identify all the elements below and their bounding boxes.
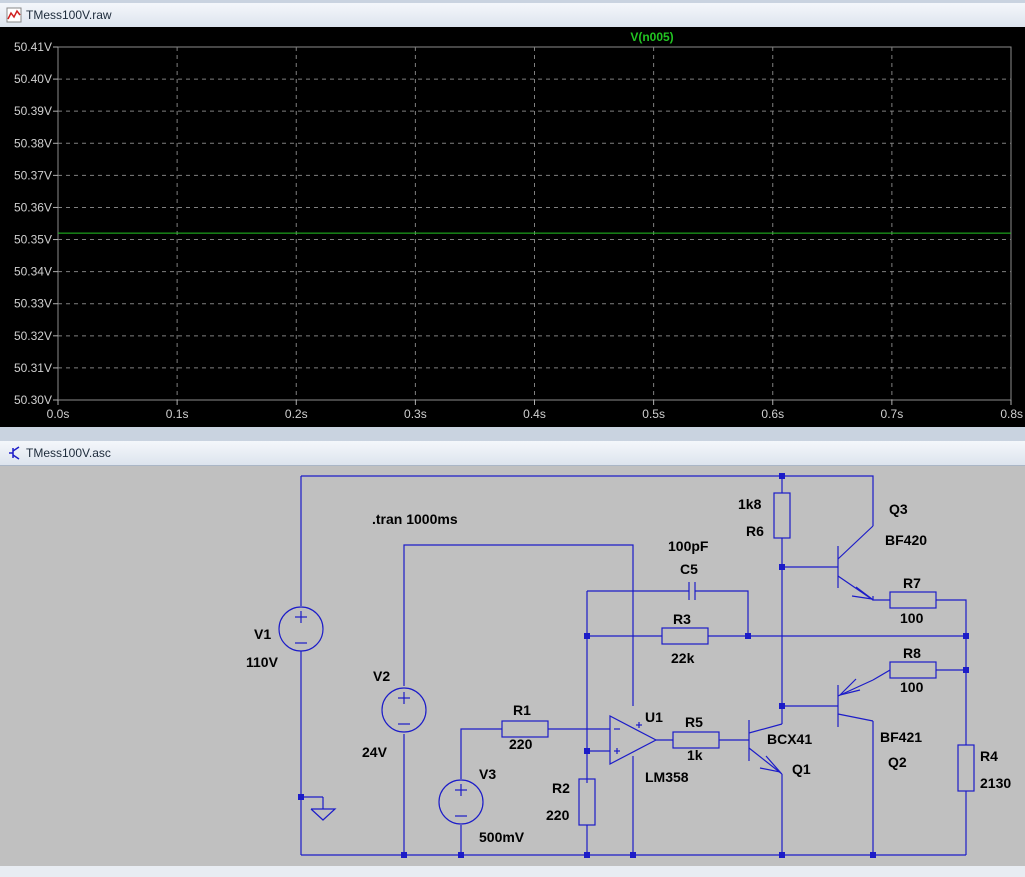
x-tick-label: 0.5s [642, 407, 665, 421]
plot-grid [57, 46, 1012, 401]
x-tick-label: 0.7s [881, 407, 904, 421]
y-tick-label: 50.32V [14, 329, 52, 343]
schematic-pane[interactable]: .tran 1000ms V1 110V V2 24V V3 500mV R1 … [0, 466, 1025, 866]
voltage-source-v3[interactable] [438, 779, 484, 825]
schematic-icon [9, 446, 20, 460]
label-r1-name: R1 [513, 702, 531, 718]
label-v2-value: 24V [362, 744, 388, 760]
x-tick-label: 0.8s [1000, 407, 1023, 421]
resistor-r4[interactable] [957, 744, 975, 792]
resistor-r5[interactable] [672, 731, 720, 749]
label-v1-name: V1 [254, 626, 271, 642]
x-tick-label: 0.4s [523, 407, 546, 421]
x-tick-label: 0.3s [404, 407, 427, 421]
label-r7-value: 100 [900, 610, 924, 626]
label-u1-value: LM358 [645, 769, 689, 785]
transistor-q2[interactable] [837, 678, 874, 727]
y-axis-ticks: 50.41V 50.40V 50.39V 50.38V 50.37V 50.36V 50.3… [14, 40, 58, 407]
y-tick-label: 50.31V [14, 361, 52, 375]
label-q2-name: Q2 [888, 754, 907, 770]
label-v3-value: 500mV [479, 829, 525, 845]
label-q3-value: BF420 [885, 532, 927, 548]
voltage-source-v2[interactable] [381, 687, 427, 733]
wires [300, 475, 967, 856]
label-r5-name: R5 [685, 714, 703, 730]
label-r1-value: 220 [509, 736, 533, 752]
y-tick-label: 50.36V [14, 200, 52, 214]
resistor-r7[interactable] [889, 591, 937, 609]
label-r4-value: 2130 [980, 775, 1011, 791]
tran-directive[interactable]: .tran 1000ms [372, 511, 458, 527]
y-tick-label: 50.34V [14, 265, 52, 279]
schematic-canvas[interactable]: .tran 1000ms V1 110V V2 24V V3 500mV R1 … [0, 466, 1025, 866]
label-r2-value: 220 [546, 807, 570, 823]
trace-label[interactable]: V(n005) [630, 30, 673, 44]
x-tick-label: 0.2s [285, 407, 308, 421]
label-r5-value: 1k [687, 747, 703, 763]
waveform-plot[interactable]: 50.41V 50.40V 50.39V 50.38V 50.37V 50.36V 50.3… [0, 27, 1025, 427]
x-axis-ticks: 0.0s 0.1s 0.2s 0.3s 0.4s 0.5s 0.6s 0.7s 0.8s [47, 400, 1023, 421]
transistor-q3[interactable] [837, 525, 874, 601]
label-r3-value: 22k [671, 650, 695, 666]
label-q1-value: BCX41 [767, 731, 812, 747]
label-r6-name: R6 [746, 523, 764, 539]
label-r6-value: 1k8 [738, 496, 762, 512]
y-tick-label: 50.35V [14, 233, 52, 247]
label-r2-name: R2 [552, 780, 570, 796]
y-tick-label: 50.41V [14, 40, 52, 54]
y-tick-label: 50.33V [14, 297, 52, 311]
y-tick-label: 50.30V [14, 393, 52, 407]
label-v1-value: 110V [246, 654, 279, 670]
label-r8-name: R8 [903, 645, 921, 661]
label-c5-name: C5 [680, 561, 698, 577]
label-c5-value: 100pF [668, 538, 709, 554]
label-v2-name: V2 [373, 668, 390, 684]
voltage-source-v1[interactable] [278, 606, 324, 652]
resistor-r3[interactable] [661, 627, 709, 645]
x-tick-label: 0.1s [166, 407, 189, 421]
resistor-r2[interactable] [578, 778, 596, 826]
status-strip [0, 866, 1025, 877]
label-u1-name: U1 [645, 709, 663, 725]
y-tick-label: 50.38V [14, 136, 52, 150]
ground-symbol [310, 797, 337, 821]
y-tick-label: 50.40V [14, 72, 52, 86]
junction-dots [298, 473, 969, 858]
waveform-plot-pane[interactable]: 50.41V 50.40V 50.39V 50.38V 50.37V 50.36V 50.3… [0, 27, 1025, 427]
y-tick-label: 50.37V [14, 168, 52, 182]
schematic-window-title: TMess100V.asc [26, 446, 111, 460]
waveform-icon [6, 7, 22, 23]
waveform-window-title: TMess100V.raw [26, 8, 112, 22]
x-tick-label: 0.0s [47, 407, 70, 421]
label-q3-name: Q3 [889, 501, 908, 517]
x-tick-label: 0.6s [761, 407, 784, 421]
label-r8-value: 100 [900, 679, 924, 695]
label-r4-name: R4 [980, 748, 998, 764]
capacitor-c5[interactable] [688, 582, 696, 600]
label-q2-value: BF421 [880, 729, 922, 745]
label-r3-name: R3 [673, 611, 691, 627]
label-q1-name: Q1 [792, 761, 811, 777]
waveform-window-titlebar[interactable]: TMess100V.raw [0, 3, 1025, 28]
label-v3-name: V3 [479, 766, 496, 782]
resistor-r1[interactable] [501, 720, 549, 738]
resistor-r6[interactable] [773, 492, 791, 539]
schematic-window-titlebar[interactable]: TMess100V.asc [0, 441, 1025, 466]
y-tick-label: 50.39V [14, 104, 52, 118]
opamp-u1[interactable] [609, 715, 658, 765]
resistor-r8[interactable] [889, 661, 937, 679]
transistor-q1[interactable] [748, 720, 783, 775]
label-r7-name: R7 [903, 575, 921, 591]
